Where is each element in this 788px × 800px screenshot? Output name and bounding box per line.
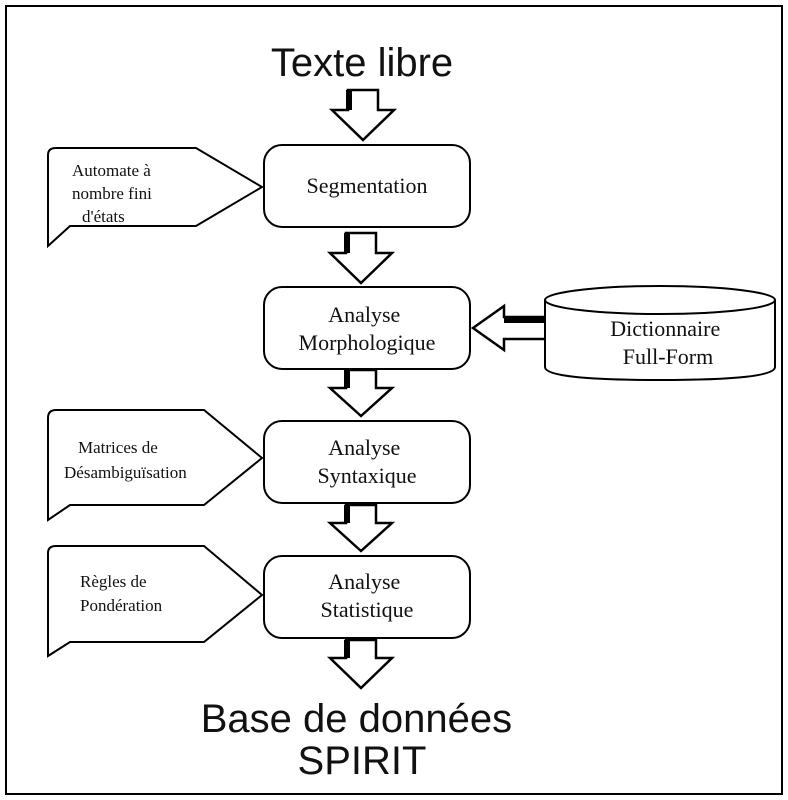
arrow-down-4 (326, 503, 396, 553)
step-segmentation-box (263, 144, 471, 228)
database-cylinder (544, 285, 776, 382)
step-syntaxique-box (263, 420, 471, 504)
side-regles-label: Règles de Pondération (80, 572, 163, 615)
step-statistique-box (263, 555, 471, 639)
side-regles-shape (47, 545, 264, 658)
arrow-down-2 (326, 231, 396, 285)
arrow-down-3 (326, 368, 396, 418)
side-automate-shape (47, 147, 264, 249)
step-morphologique-box (263, 286, 471, 370)
side-matrices-shape (47, 409, 264, 522)
arrow-down-5 (326, 638, 396, 690)
arrow-left-dictionary (470, 303, 545, 353)
outer-frame (5, 5, 783, 795)
arrow-down-1 (328, 88, 398, 142)
database-label: Dictionnaire Full-Form (610, 316, 725, 369)
side-automate-label: Automate à nombre fini d'états (72, 161, 156, 226)
side-matrices-label: Matrices de Désambiguïsation (64, 438, 187, 482)
step-segmentation-label: Segmentation (307, 173, 428, 198)
step-morphologique-label: Analyse Morphologique (299, 302, 436, 355)
step-syntaxique-label: Analyse Syntaxique (318, 435, 417, 488)
step-statistique-label: Analyse Statistique (321, 569, 414, 622)
title-bottom: Base de données SPIRIT (201, 697, 524, 783)
title-top: Texte libre (271, 41, 453, 85)
